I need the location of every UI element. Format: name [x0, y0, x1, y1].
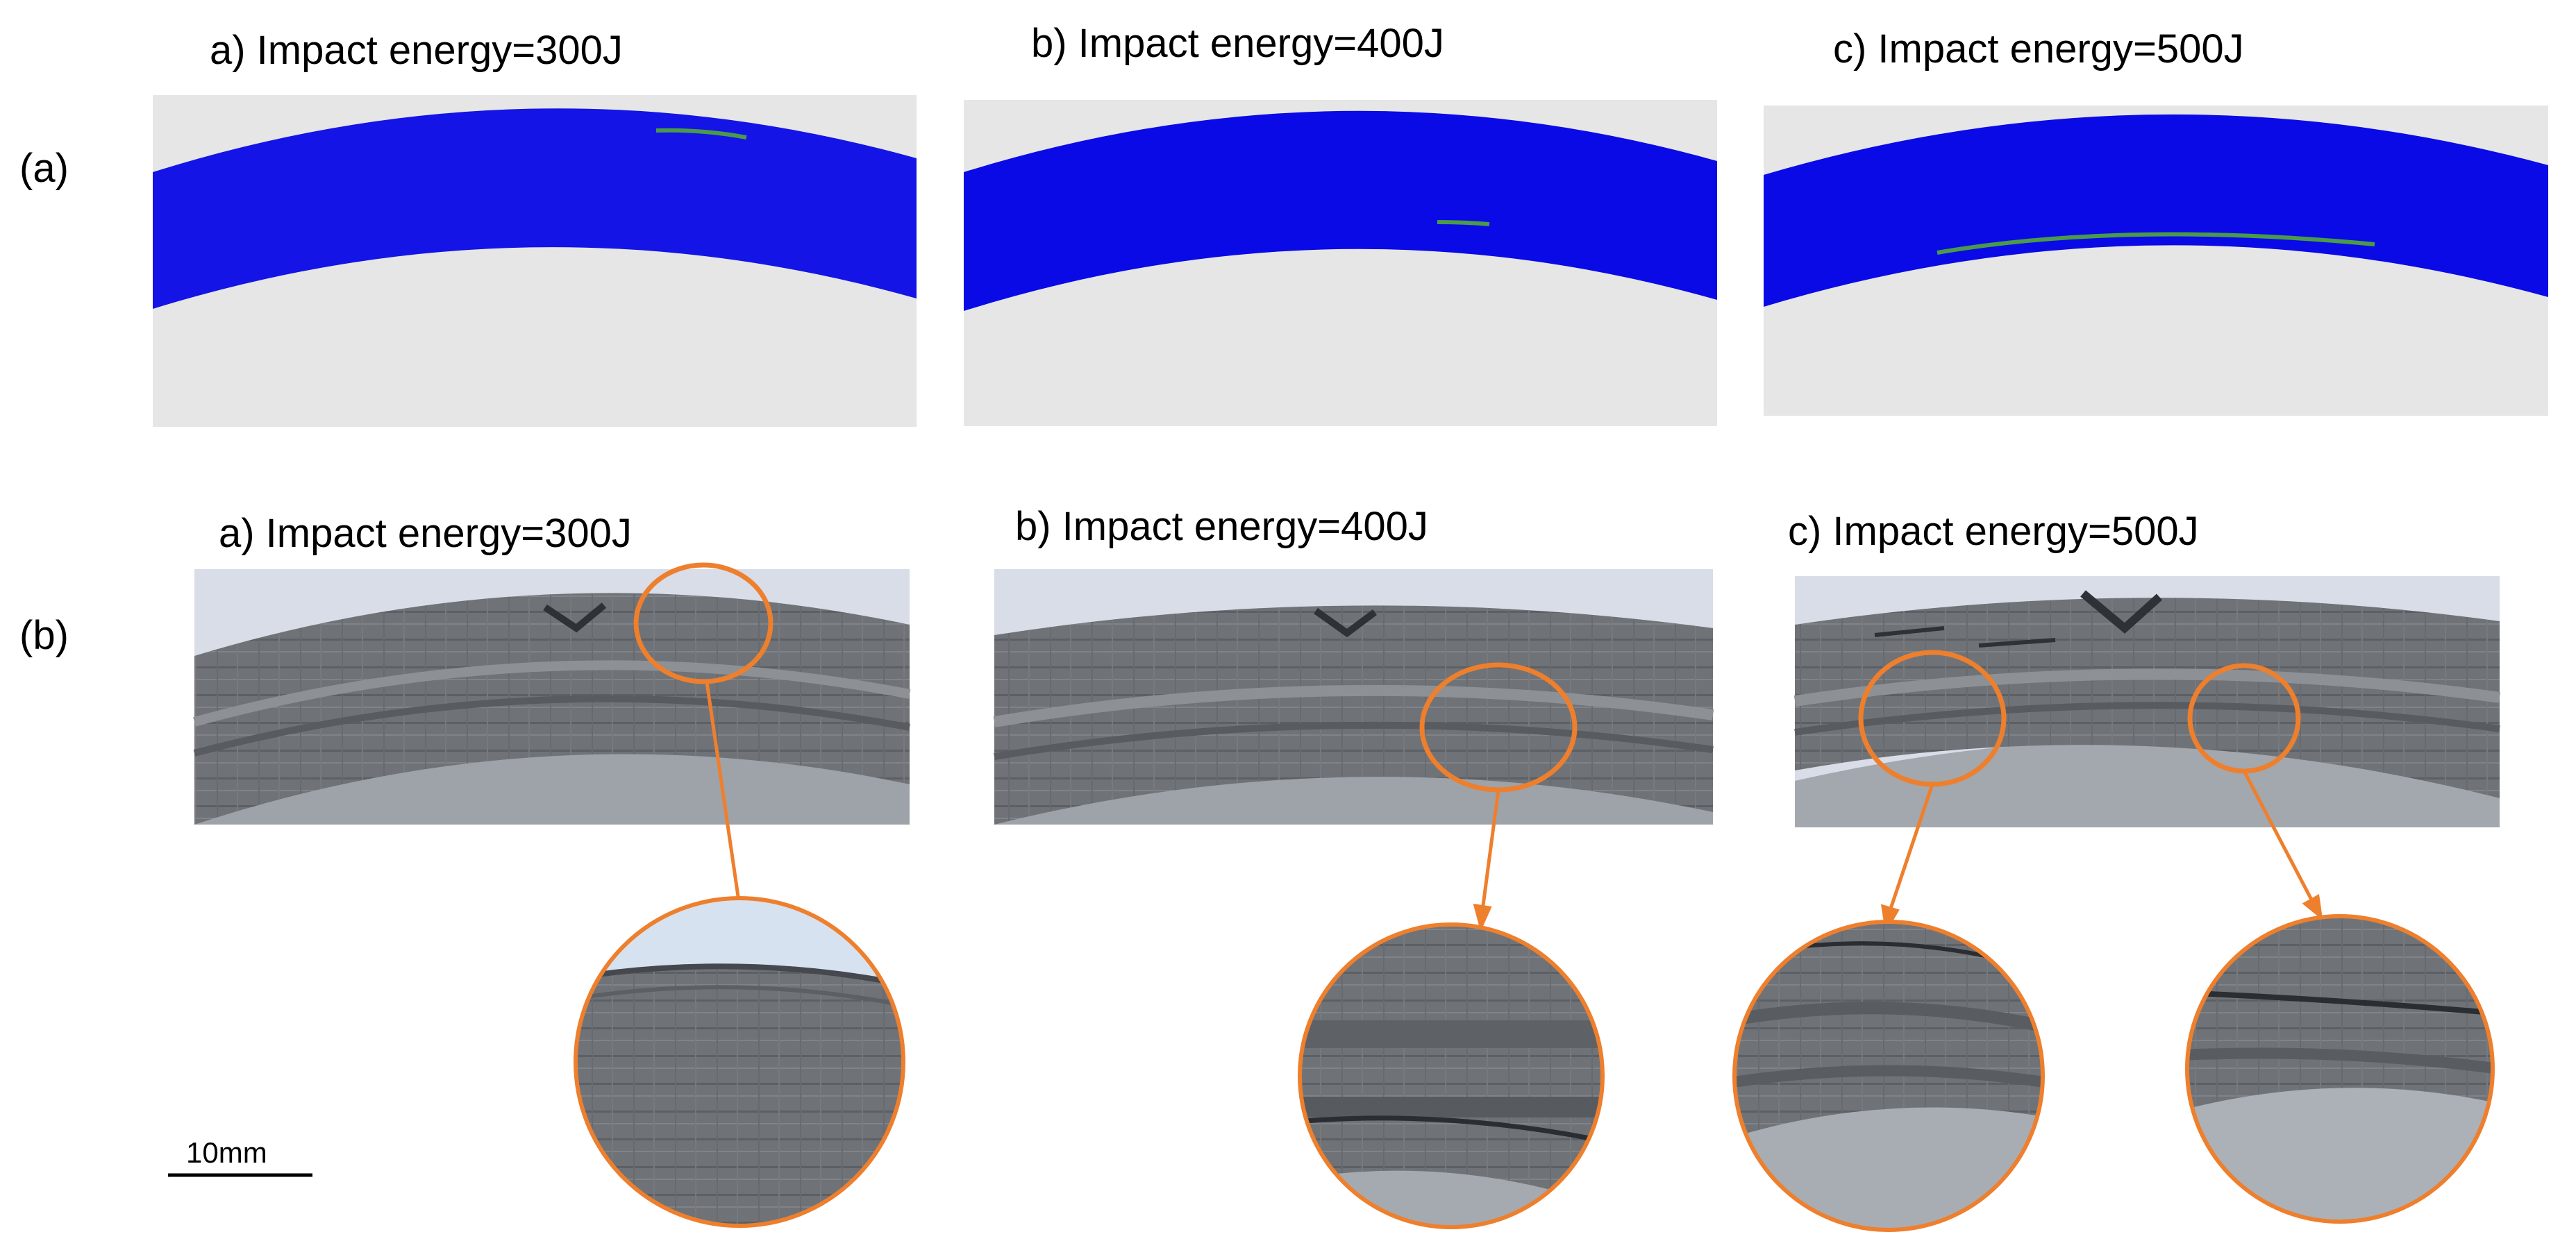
ply-band [193, 695, 910, 757]
impact-dent [543, 602, 607, 633]
zoom-circle-outline [574, 896, 905, 1228]
highlight-circle [633, 562, 773, 684]
specimen-shell [1795, 598, 2500, 798]
row-label-b: (b) [19, 613, 69, 658]
specimen-title-400j: b) Impact energy=400J [1015, 504, 1428, 549]
ply-band [193, 660, 911, 727]
arrow-line [1888, 784, 1934, 911]
specimen-photo-300j [193, 569, 911, 825]
arrow-line [2242, 770, 2314, 902]
scale-bar: 10mm [168, 1136, 312, 1177]
simulated-shell [153, 108, 917, 310]
zoom-circle-outline [1732, 920, 2045, 1232]
arrow-head [2302, 894, 2323, 920]
zoom-view-500j-left [1732, 920, 2045, 1232]
surface-crack [1874, 626, 2056, 648]
simulation-panel-500j [1764, 106, 2548, 416]
arrow-head [1473, 903, 1492, 932]
ply-band [1793, 668, 2501, 707]
specimen-photo-500j [1793, 576, 2501, 827]
zoom-circle-outline [1298, 922, 1605, 1229]
specimen-shell [194, 593, 910, 825]
delamination-line [1437, 220, 1490, 226]
zoom-view-400j [1298, 922, 1605, 1229]
delamination-line [1937, 232, 2375, 255]
ply-band [1794, 702, 2500, 736]
simulation-panel-400j [964, 100, 1717, 426]
simulated-shell [1764, 114, 2548, 307]
zoom-view-300j [574, 896, 905, 1228]
zoom-view-500j-right [2185, 914, 2495, 1224]
ply-band [993, 684, 1714, 727]
sim-title-400j: b) Impact energy=400J [1031, 21, 1444, 66]
specimen-shell [994, 605, 1713, 825]
zoom-arrows [705, 682, 2323, 934]
sim-title-300j: a) Impact energy=300J [210, 28, 623, 73]
row-label-a: (a) [19, 146, 69, 191]
sim-title-500j: c) Impact energy=500J [1833, 26, 2244, 71]
specimen-photo-400j [993, 569, 1714, 825]
specimen-title-500j: c) Impact energy=500J [1788, 509, 2199, 554]
ply-band [994, 721, 1714, 760]
impact-dent [2080, 590, 2163, 634]
impact-dent [1314, 607, 1377, 638]
delamination-line [655, 128, 747, 140]
zoom-circle-outline [2185, 914, 2495, 1224]
scale-bar-label: 10mm [186, 1136, 267, 1169]
arrow-line [705, 682, 742, 906]
arrow-line [1480, 789, 1500, 911]
simulation-panel-300j [153, 95, 917, 427]
specimen-title-300j: a) Impact energy=300J [219, 511, 632, 556]
simulated-shell [964, 110, 1717, 312]
